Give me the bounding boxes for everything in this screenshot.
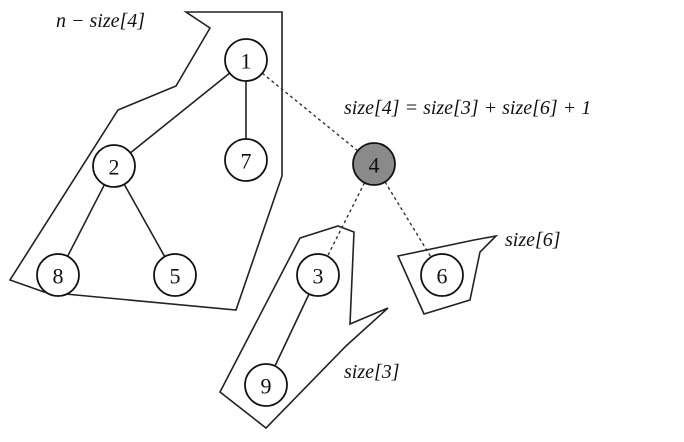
- edges-layer: [66, 72, 432, 367]
- node-label-5: 5: [170, 264, 181, 289]
- edge-4-3: [326, 182, 366, 257]
- edge-2-5: [123, 183, 166, 258]
- edge-1-4: [261, 72, 359, 152]
- node-circle-1: [224, 38, 268, 82]
- node-label-4: 4: [369, 153, 380, 178]
- edge-4-6: [384, 181, 432, 258]
- node-7: 7: [224, 138, 268, 182]
- size6-region-outline: [396, 234, 499, 315]
- outer-region-outline: [8, 11, 283, 311]
- node-label-1: 1: [241, 49, 252, 74]
- outer-region-label: n − size[4]: [56, 10, 145, 32]
- node-8: 8: [36, 253, 80, 297]
- nodes-layer: 1 2 7 4 8 5 3 6 9: [36, 38, 464, 407]
- node-label-3: 3: [313, 264, 324, 289]
- node-circle-5: [153, 253, 197, 297]
- size3-label: size[3]: [344, 361, 400, 383]
- node-circle-8: [36, 253, 80, 297]
- node-label-7: 7: [241, 149, 252, 174]
- node-circle-7: [224, 138, 268, 182]
- node-circle-2: [92, 144, 136, 188]
- edge-3-9: [274, 293, 310, 367]
- node-4: 4: [352, 142, 396, 186]
- size3-region-outline: [218, 225, 389, 430]
- node-1: 1: [224, 38, 268, 82]
- node-circle-9: [244, 363, 288, 407]
- node-label-8: 8: [53, 264, 64, 289]
- node-6: 6: [420, 253, 464, 297]
- node-label-9: 9: [261, 374, 272, 399]
- formula-label: size[4] = size[3] + size[6] + 1: [344, 97, 591, 119]
- node-label-6: 6: [437, 264, 448, 289]
- node-5: 5: [153, 253, 197, 297]
- size6-label: size[6]: [505, 229, 561, 251]
- node-9: 9: [244, 363, 288, 407]
- node-3: 3: [296, 253, 340, 297]
- node-circle-4: [352, 142, 396, 186]
- edge-1-2: [129, 72, 231, 154]
- node-label-2: 2: [109, 155, 120, 180]
- node-circle-3: [296, 253, 340, 297]
- node-2: 2: [92, 144, 136, 188]
- node-circle-6: [420, 253, 464, 297]
- edge-2-8: [66, 184, 106, 257]
